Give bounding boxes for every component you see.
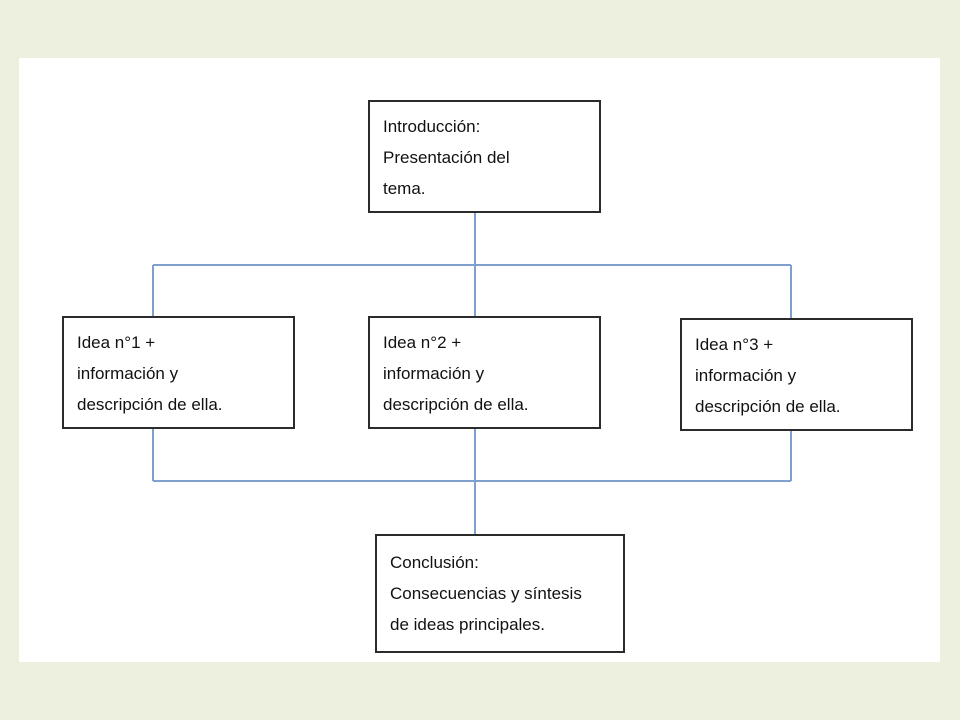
conclusion-box: Conclusión: Consecuencias y síntesis de … [375, 534, 625, 653]
intro-line-3: tema. [383, 179, 426, 198]
conclusion-line-2: Consecuencias y síntesis [390, 584, 582, 603]
idea-2-box: Idea n°2 + información y descripción de … [368, 316, 601, 429]
idea-2-line-3: descripción de ella. [383, 395, 529, 414]
conclusion-line-3: de ideas principales. [390, 615, 545, 634]
idea-2-line-1: Idea n°2 + [383, 333, 462, 352]
conclusion-line-1: Conclusión: [390, 553, 479, 572]
intro-line-2: Presentación del [383, 148, 510, 167]
idea-1-line-3: descripción de ella. [77, 395, 223, 414]
idea-3-line-3: descripción de ella. [695, 397, 841, 416]
idea-1-line-1: Idea n°1 + [77, 333, 156, 352]
idea-1-line-2: información y [77, 364, 179, 383]
idea-3-line-1: Idea n°3 + [695, 335, 774, 354]
intro-line-1: Introducción: [383, 117, 481, 136]
idea-3-line-2: información y [695, 366, 797, 385]
idea-2-line-2: información y [383, 364, 485, 383]
idea-1-box: Idea n°1 + información y descripción de … [62, 316, 295, 429]
intro-box: Introducción: Presentación del tema. [368, 100, 601, 213]
idea-3-box: Idea n°3 + información y descripción de … [680, 318, 913, 431]
